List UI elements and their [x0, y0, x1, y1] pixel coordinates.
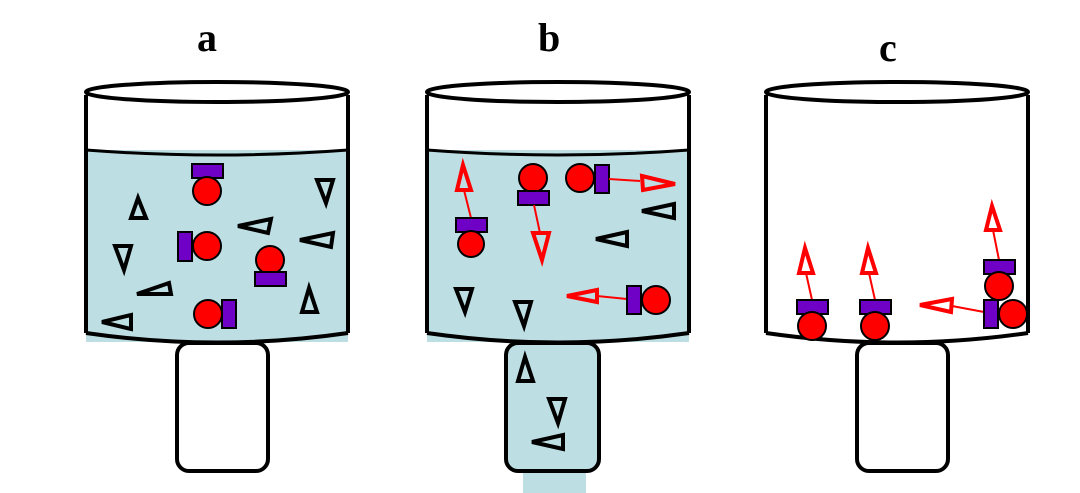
- panel-b-rim: [425, 80, 691, 104]
- panel-label-b: b: [538, 15, 561, 60]
- free-target-triangle: [515, 350, 536, 383]
- panel-b-liquid-surface: [426, 148, 690, 157]
- panel-b-bottom: [426, 331, 690, 345]
- free-target-triangle: [136, 280, 174, 296]
- bound-complex: [565, 163, 676, 194]
- panel-c-bottom: [765, 331, 1029, 345]
- free-target-triangle: [595, 229, 629, 249]
- bound-complex: [454, 157, 488, 258]
- panel-c-tube: [855, 341, 950, 473]
- bead-tag-complex: [254, 245, 287, 287]
- bound-complex: [517, 163, 552, 268]
- panel-a-vessel: [84, 80, 350, 473]
- free-target-triangle: [299, 230, 336, 250]
- free-target-triangle: [314, 178, 336, 210]
- bead-tag-complex: [177, 231, 222, 262]
- bead-tag-complex: [193, 299, 237, 329]
- panel-label-a: a: [197, 15, 217, 60]
- free-target-triangle: [512, 300, 534, 333]
- free-target-triangle: [531, 432, 565, 452]
- panel-a-bottom: [85, 331, 349, 345]
- panel-a-rim: [84, 80, 350, 104]
- free-target-triangle: [299, 281, 320, 314]
- free-target-triangle: [112, 244, 134, 277]
- free-target-triangle: [546, 397, 568, 430]
- free-target-triangle: [641, 201, 676, 221]
- panel-a-liquid-surface: [85, 148, 349, 157]
- bound-complex: [919, 296, 1028, 329]
- bound-complex: [859, 240, 892, 341]
- bead-tag-complex: [191, 163, 224, 206]
- panel-c-vessel: [764, 80, 1030, 473]
- bound-complex: [983, 198, 1016, 301]
- bound-complex: [796, 240, 829, 341]
- panel-b-vessel: [425, 80, 691, 493]
- panel-label-c: c: [879, 25, 897, 70]
- free-target-triangle: [128, 192, 149, 220]
- free-target-triangle: [237, 216, 274, 236]
- panel-c-rim: [764, 80, 1030, 104]
- panel-a-tube: [175, 341, 270, 473]
- free-target-triangle: [453, 287, 475, 319]
- free-target-triangle: [101, 312, 133, 332]
- bound-complex: [566, 285, 671, 315]
